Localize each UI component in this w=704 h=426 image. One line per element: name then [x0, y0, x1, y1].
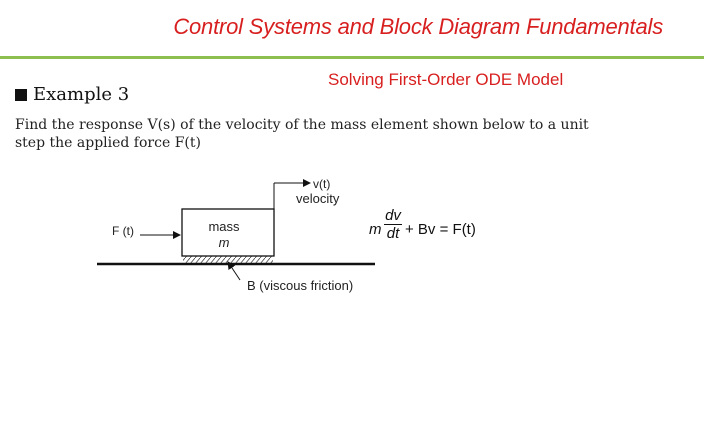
- problem-line-2: step the applied force F(t): [15, 135, 201, 151]
- equation-mass: m: [369, 221, 382, 238]
- header-divider: [0, 56, 704, 59]
- example-heading: Example 3: [15, 84, 129, 105]
- mass-label: mass: [208, 219, 240, 234]
- equation-denominator: dt: [386, 225, 400, 242]
- mass-block: [181, 208, 275, 257]
- slide-title: Control Systems and Block Diagram Fundam…: [173, 14, 663, 39]
- friction-hatch: [183, 256, 273, 263]
- problem-statement: Find the response V(s) of the velocity o…: [15, 116, 595, 152]
- equation-numerator: dv: [385, 207, 401, 224]
- velocity-label: velocity: [296, 191, 340, 206]
- equation-rest: + Bv = F(t): [405, 221, 476, 238]
- problem-line-1: Find the response V(s) of the velocity o…: [15, 117, 589, 133]
- fraction-bar: [384, 224, 402, 225]
- example-heading-text: Example 3: [33, 84, 130, 105]
- friction-arrow: [227, 261, 241, 281]
- slide-subtitle: Solving First-Order ODE Model: [328, 70, 564, 89]
- mass-symbol: m: [219, 235, 230, 250]
- square-bullet-icon: [15, 88, 27, 101]
- friction-label: B (viscous friction): [247, 278, 353, 293]
- velocity-symbol: v(t): [313, 177, 330, 191]
- force-label: F (t): [112, 224, 134, 238]
- equation-derivative: dv dt: [384, 208, 402, 241]
